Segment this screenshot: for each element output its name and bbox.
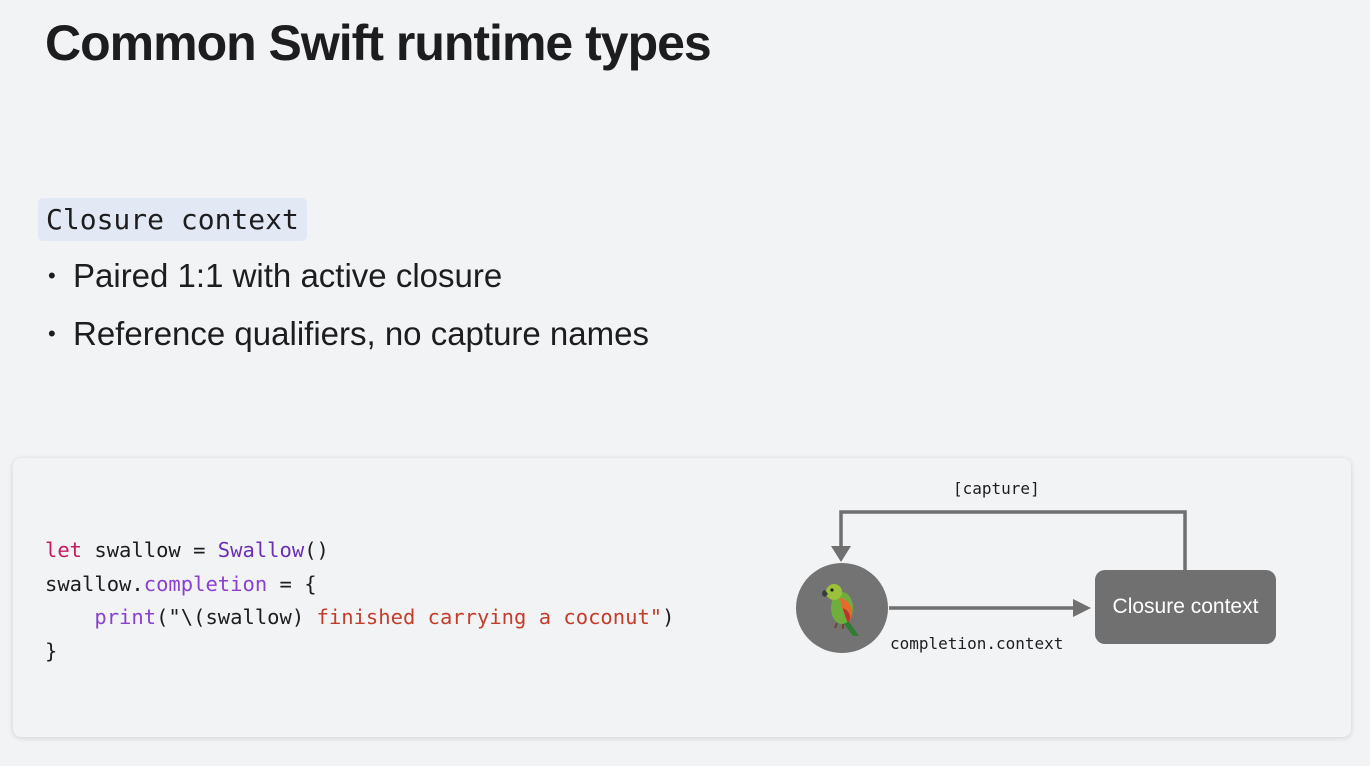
capture-arrowhead bbox=[831, 546, 851, 562]
code-line: print("\(swallow) finished carrying a co… bbox=[45, 605, 674, 629]
bullet-dot: • bbox=[48, 321, 56, 346]
code-function: print bbox=[94, 605, 157, 629]
code-text: swallow = bbox=[82, 538, 218, 562]
bullet-list: • Paired 1:1 with active closure • Refer… bbox=[48, 252, 649, 368]
code-property: completion bbox=[143, 571, 268, 596]
code-line: swallow.completion = { bbox=[45, 572, 317, 596]
section-label: Closure context bbox=[38, 198, 307, 241]
closure-context-node: Closure context bbox=[1095, 570, 1276, 644]
code-string: finished carrying a coconut" bbox=[316, 605, 663, 629]
bullet-text: Paired 1:1 with active closure bbox=[73, 257, 503, 294]
code-block: let swallow = Swallow() swallow.completi… bbox=[45, 534, 674, 668]
code-text: ("\(swallow) bbox=[156, 605, 317, 629]
edge-label: completion.context bbox=[890, 634, 1064, 653]
code-keyword: let bbox=[45, 538, 83, 562]
swallow-node bbox=[796, 563, 888, 653]
code-type: Swallow bbox=[217, 538, 305, 562]
code-line: } bbox=[45, 638, 58, 663]
capture-arrow bbox=[839, 510, 1187, 570]
bullet-text: Reference qualifiers, no capture names bbox=[73, 315, 649, 352]
bullet-item: • Reference qualifiers, no capture names bbox=[48, 310, 649, 358]
context-arrowhead bbox=[1073, 599, 1091, 617]
code-line: let swallow = Swallow() bbox=[45, 538, 329, 562]
parrot-icon bbox=[822, 584, 859, 636]
code-text: swallow. bbox=[45, 571, 144, 596]
slide-title: Common Swift runtime types bbox=[45, 15, 712, 71]
capture-diagram bbox=[831, 510, 1187, 617]
capture-label: [capture] bbox=[953, 479, 1040, 498]
example-panel: let swallow = Swallow() swallow.completi… bbox=[13, 458, 1351, 737]
code-text: ) bbox=[662, 605, 675, 629]
code-text: () bbox=[304, 538, 329, 562]
bullet-dot: • bbox=[48, 263, 56, 288]
code-text: = { bbox=[267, 571, 317, 596]
bullet-item: • Paired 1:1 with active closure bbox=[48, 252, 649, 300]
